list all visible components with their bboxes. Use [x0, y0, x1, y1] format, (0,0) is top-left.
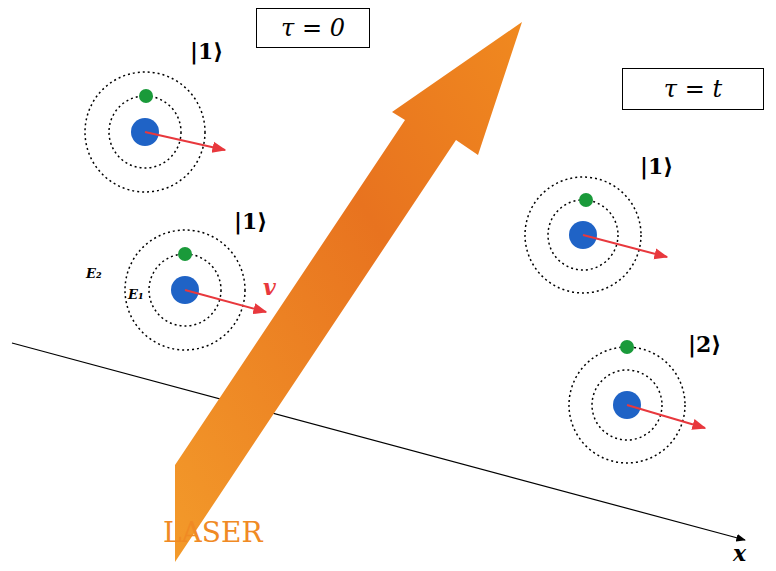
energy-level-label: E₁ [128, 287, 144, 302]
time-label: τ = 0 [281, 14, 345, 42]
atom [125, 230, 266, 350]
laser-beam [175, 22, 522, 562]
state-label: |2⟩ [688, 331, 721, 357]
state-label: |1⟩ [640, 153, 673, 179]
atom [569, 340, 705, 463]
time-box: τ = 0 [256, 8, 370, 48]
time-label: τ = t [664, 75, 722, 103]
velocity-label: v [263, 274, 276, 300]
axis-label: x [733, 540, 746, 566]
energy-level-label: E₂ [86, 266, 102, 281]
laser-label: LASER [163, 516, 263, 549]
state-label: |1⟩ [190, 38, 223, 64]
x-axis [12, 343, 745, 540]
atom [85, 72, 225, 192]
state-label: |1⟩ [234, 208, 267, 234]
time-box: τ = t [622, 68, 764, 110]
atom [525, 177, 667, 293]
